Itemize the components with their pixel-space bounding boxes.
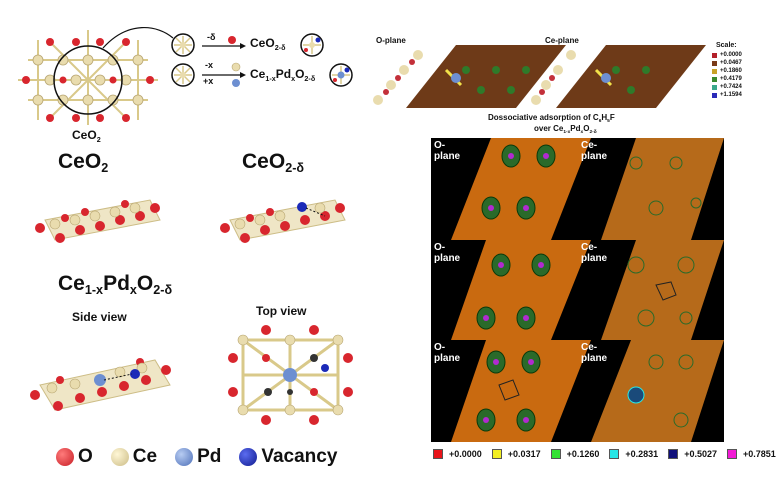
panel3-left-label: O-plane bbox=[434, 342, 461, 364]
vacancy-cluster-icon bbox=[300, 33, 324, 57]
ce-atom-icon bbox=[110, 448, 129, 466]
ce-plane-title: Ce-plane bbox=[545, 36, 579, 45]
cluster-icon-2 bbox=[171, 63, 195, 87]
panel1-right-label: Ce-plane bbox=[581, 140, 608, 162]
arrow2-top-label: -x bbox=[205, 60, 214, 70]
arrow-right-icon bbox=[202, 36, 246, 49]
contour-panel-1: O-plane Ce-plane bbox=[431, 138, 724, 240]
scale-legend: +0.0000 +0.0467 +0.1860 +0.4179 +0.7424 … bbox=[712, 51, 742, 99]
legend-item-ce: Ce bbox=[110, 446, 157, 468]
scale-row: +0.0467 bbox=[712, 59, 742, 67]
side-view-slab bbox=[30, 358, 171, 411]
panel2-right-label: Ce-plane bbox=[581, 242, 608, 264]
contour-legend: +0.0000 +0.0317 +0.1260 +0.2831 +0.5027 … bbox=[433, 449, 776, 459]
contour-panel-3: O-plane Ce-plane bbox=[431, 340, 724, 442]
o-atom-icon bbox=[56, 448, 74, 466]
panel3-right-label: Ce-plane bbox=[581, 342, 608, 364]
swatch-1 bbox=[491, 449, 502, 459]
contour-legend-item: +0.1260 bbox=[550, 449, 599, 459]
swatch-0 bbox=[433, 449, 443, 459]
side-view-label: Side view bbox=[72, 310, 127, 324]
ceo2-lattice-figure bbox=[18, 27, 174, 125]
swatch-3 bbox=[609, 449, 620, 459]
atom-legend: O Ce Pd Vacancy bbox=[56, 446, 337, 468]
scale-row: +0.4179 bbox=[712, 75, 742, 83]
scale-swatch-2 bbox=[712, 68, 717, 74]
product1-formula: CeO2-δ bbox=[250, 36, 286, 52]
panel2-left-label: O-plane bbox=[434, 242, 461, 264]
adsorption-title-line2: over Ce1-xPdxO2-δ bbox=[534, 124, 597, 135]
scale-swatch-4 bbox=[712, 84, 717, 90]
contour-legend-item: +0.0317 bbox=[491, 449, 541, 459]
ceo2d-slab bbox=[220, 199, 346, 243]
pd-cluster-icon bbox=[329, 63, 353, 87]
scale-swatch-5 bbox=[712, 92, 717, 98]
ceo2-slab bbox=[35, 199, 161, 243]
scale-swatch-3 bbox=[712, 76, 717, 82]
contour-map-graphic bbox=[451, 138, 724, 240]
legend-item-pd: Pd bbox=[175, 446, 221, 468]
scale-swatch-1 bbox=[712, 60, 717, 66]
arrow1-label: -δ bbox=[207, 32, 216, 42]
panel1-left-label: O-plane bbox=[434, 140, 461, 162]
o-plane-title: O-plane bbox=[376, 36, 406, 45]
adsorption-top-figure bbox=[373, 45, 706, 108]
scale-row: +1.1594 bbox=[712, 91, 742, 99]
swatch-2 bbox=[550, 449, 561, 459]
vacancy-icon bbox=[239, 448, 258, 466]
contour-legend-item: +0.2831 bbox=[609, 449, 658, 459]
product2-formula: Ce1-xPdxO2-δ bbox=[250, 67, 316, 83]
swatch-4 bbox=[668, 449, 679, 459]
cepd-structure-title: Ce1-xPdxO2-δ bbox=[58, 272, 173, 298]
scale-row: +0.0000 bbox=[712, 51, 742, 59]
top-view-lattice bbox=[228, 325, 353, 425]
scale-swatch-0 bbox=[712, 52, 717, 58]
contour-map-graphic bbox=[451, 240, 724, 340]
contour-legend-item: +0.5027 bbox=[668, 449, 717, 459]
adsorption-title-line1: Dossociative adsorption of C6H5F bbox=[488, 113, 615, 124]
arrow2-bottom-label: +x bbox=[203, 76, 214, 86]
ceo2d-structure-title: CeO2-δ bbox=[242, 150, 305, 176]
top-view-label: Top view bbox=[256, 304, 307, 318]
scale-row: +0.7424 bbox=[712, 83, 742, 91]
exchange-arrow-icon bbox=[202, 62, 246, 87]
scale-title: Scale: bbox=[716, 42, 737, 49]
ceo2-structure-title: CeO2 bbox=[58, 150, 109, 176]
legend-item-vacancy: Vacancy bbox=[239, 446, 337, 468]
scale-row: +0.1860 bbox=[712, 67, 742, 75]
swatch-5 bbox=[726, 449, 737, 459]
contour-map-graphic bbox=[451, 340, 724, 442]
ceo2-caption: CeO2 bbox=[72, 128, 101, 144]
pd-atom-icon bbox=[175, 448, 194, 466]
contour-legend-item: +0.7851 bbox=[726, 449, 776, 459]
legend-item-o: O bbox=[56, 446, 93, 468]
contour-legend-item: +0.0000 bbox=[433, 449, 482, 459]
cluster-icon bbox=[171, 33, 195, 57]
contour-panel-2: O-plane Ce-plane bbox=[431, 240, 724, 340]
